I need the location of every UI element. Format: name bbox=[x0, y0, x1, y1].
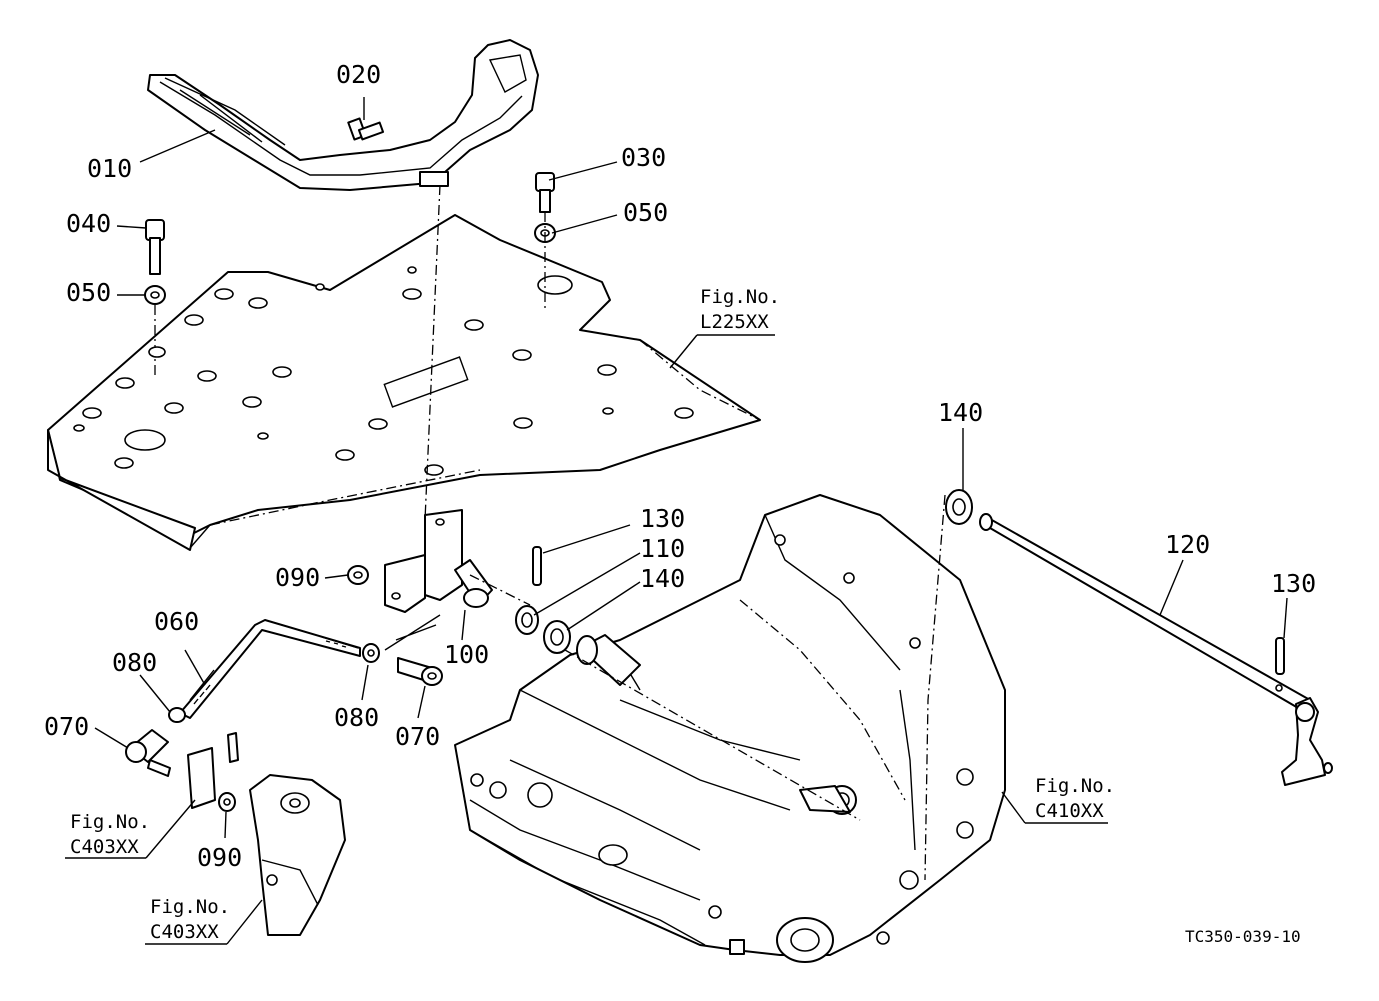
figref-c403-lower: Fig.No. C403XX bbox=[145, 896, 263, 945]
label-part-080-left: 080 bbox=[112, 648, 157, 677]
bolt-020 bbox=[347, 117, 385, 141]
label-part-060: 060 bbox=[154, 607, 199, 636]
washer-110 bbox=[515, 605, 539, 635]
pin-130 bbox=[532, 546, 542, 586]
bolt-040 bbox=[144, 219, 166, 375]
label-part-070-right: 070 bbox=[395, 722, 440, 751]
nut-080-right bbox=[362, 643, 380, 663]
figref-l225-code: L225XX bbox=[700, 311, 769, 333]
label-part-030: 030 bbox=[621, 143, 666, 172]
transmission-case bbox=[454, 494, 1006, 963]
label-part-120: 120 bbox=[1165, 530, 1210, 559]
label-part-140-upper: 140 bbox=[938, 398, 983, 427]
nut-080-left bbox=[168, 707, 186, 723]
label-part-020: 020 bbox=[336, 60, 381, 89]
pedal bbox=[147, 39, 539, 191]
bolt-030 bbox=[534, 172, 556, 310]
figref-c410: Fig.No. C410XX bbox=[1001, 775, 1115, 824]
bushing-140-lower bbox=[543, 620, 571, 654]
label-part-110: 110 bbox=[640, 534, 685, 563]
figref-c403b-title: Fig.No. bbox=[150, 896, 230, 918]
bracket-100 bbox=[384, 509, 531, 613]
label-part-100: 100 bbox=[444, 640, 489, 669]
label-part-050-upper: 050 bbox=[623, 198, 668, 227]
label-part-050-lower: 050 bbox=[66, 278, 111, 307]
figref-c410-title: Fig.No. bbox=[1035, 775, 1115, 797]
label-part-090-upper: 090 bbox=[275, 563, 320, 592]
nut-090-upper bbox=[347, 565, 369, 585]
figref-l225-title: Fig.No. bbox=[700, 286, 780, 308]
part-labels: 010 020 030 040 050 050 140 120 130 130 … bbox=[44, 60, 1316, 872]
rod-end-070-left bbox=[125, 729, 171, 777]
label-part-130-right: 130 bbox=[1271, 569, 1316, 598]
rod-060 bbox=[179, 619, 361, 719]
shaft-120 bbox=[979, 513, 1333, 786]
rod-end-070-right bbox=[384, 614, 443, 686]
label-part-010: 010 bbox=[87, 154, 132, 183]
drawing-code: TC350-039-10 bbox=[1185, 927, 1301, 946]
figref-c403a-code: C403XX bbox=[70, 836, 139, 858]
label-part-040: 040 bbox=[66, 209, 111, 238]
plate-bolt-holes bbox=[73, 266, 694, 476]
label-part-070-left: 070 bbox=[44, 712, 89, 741]
floor-plate bbox=[47, 214, 761, 551]
bushing-140-upper bbox=[945, 489, 973, 525]
figref-c403a-title: Fig.No. bbox=[70, 811, 150, 833]
label-part-080-right: 080 bbox=[334, 703, 379, 732]
leader-lines bbox=[94, 97, 1288, 839]
valve-assembly bbox=[187, 732, 346, 936]
label-part-090-lower: 090 bbox=[197, 843, 242, 872]
label-part-140-lower: 140 bbox=[640, 564, 685, 593]
label-part-130-left: 130 bbox=[640, 504, 685, 533]
figref-c410-code: C410XX bbox=[1035, 800, 1104, 822]
figref-c403b-code: C403XX bbox=[150, 921, 219, 943]
pin-130-right bbox=[1275, 637, 1285, 675]
figref-c403-upper: Fig.No. C403XX bbox=[65, 799, 196, 859]
figref-l225: Fig.No. L225XX bbox=[669, 286, 780, 369]
